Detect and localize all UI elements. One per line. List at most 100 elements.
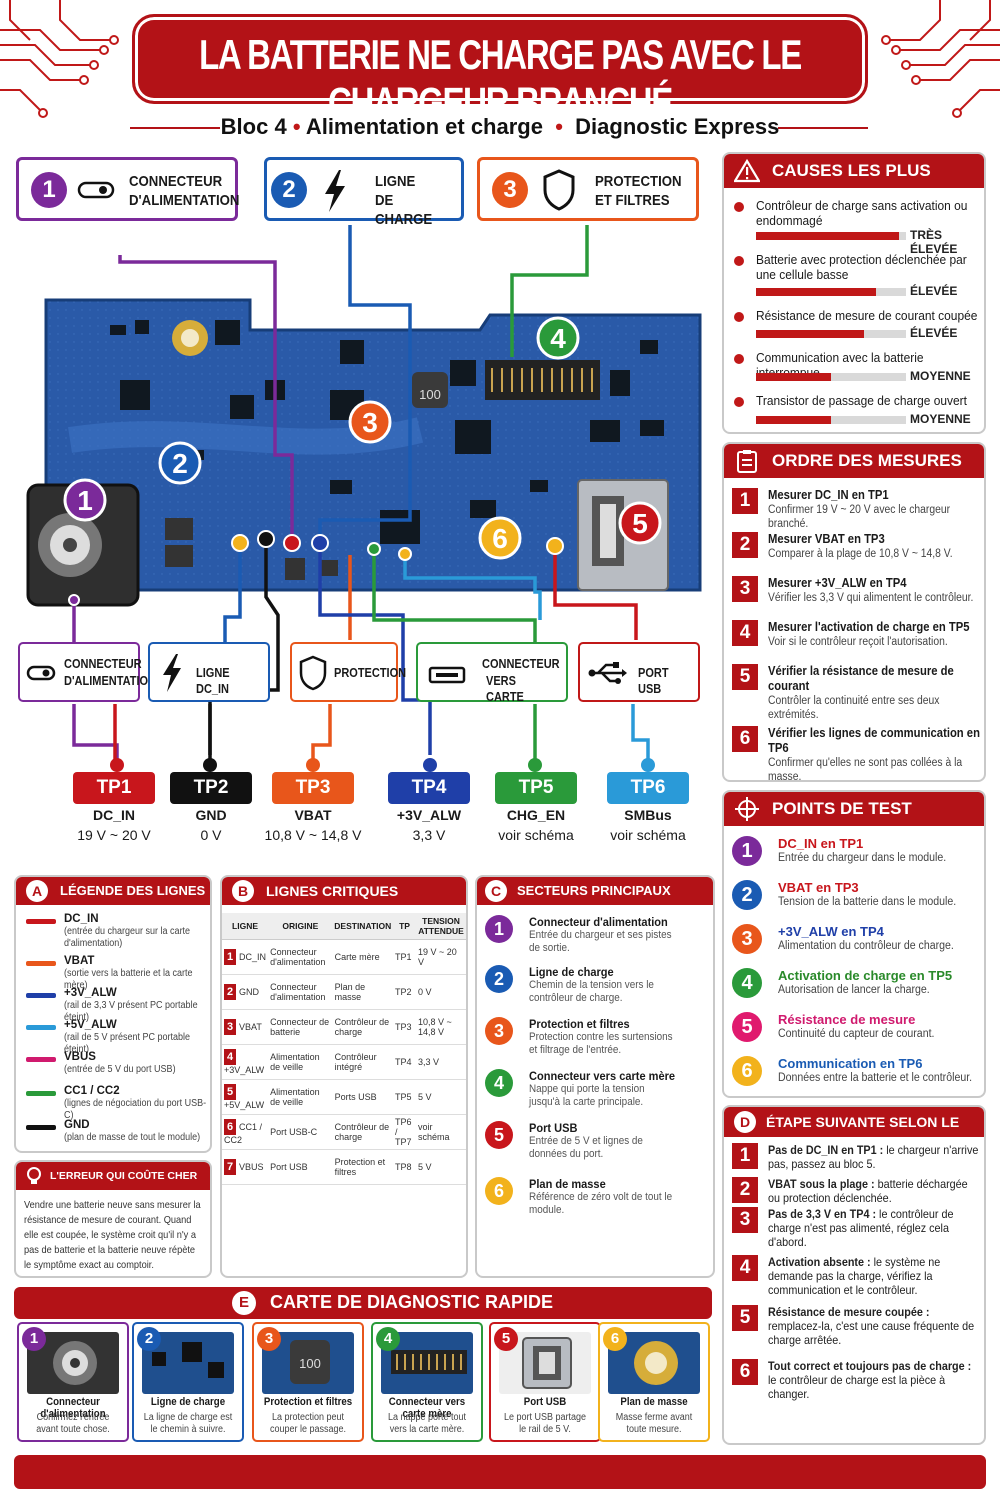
legend-item: DC_IN(entrée du chargeur sur la carte d'…: [26, 913, 210, 950]
card-number: 4: [376, 1327, 400, 1351]
tp1-value: 19 V ~ 20 V: [77, 827, 151, 843]
causes-header: CAUSES LES PLUS PROBABLES: [724, 154, 984, 214]
column-header: TENSION ATTENDUE: [416, 913, 466, 940]
step-title: Mesurer VBAT en TP3: [768, 532, 885, 546]
critical-lines-panel: B LIGNES CRITIQUES LIGNE ORIGINE DESTINA…: [220, 875, 468, 1278]
cause-item: Résistance de mesure de courant coupée: [734, 308, 977, 323]
row-origin: Connecteur d'alimentation: [268, 939, 333, 975]
quick-card: 2 Ligne de charge La ligne de charge est…: [132, 1322, 244, 1442]
tp6-value: voir schéma: [610, 827, 686, 843]
row-line: CC1 / CC2: [224, 1121, 263, 1145]
cause-text: Contrôleur de charge sans activation ou …: [756, 198, 968, 228]
subtitle: Bloc 4 • Alimentation et charge • Diagno…: [220, 114, 780, 139]
tp2-value: 0 V: [200, 827, 222, 843]
board-marker-4: 4: [550, 323, 566, 354]
warning-icon: [734, 159, 760, 183]
sector-number: 5: [485, 1121, 513, 1149]
category-power-connector: 1 CONNECTEUR D'ALIMENTATION: [16, 157, 239, 221]
likelihood-bar: [756, 373, 906, 381]
step-title: Mesurer DC_IN en TP1: [768, 488, 889, 502]
card-number: 3: [257, 1327, 281, 1351]
legend-item: VBUS(entrée de 5 V du port USB): [26, 1051, 210, 1076]
step-number: 2: [732, 532, 758, 558]
row-number: 7: [224, 1158, 236, 1175]
label-line-1: LIGNE DC_IN: [196, 666, 230, 696]
points-header: POINTS DE TEST: [724, 792, 984, 826]
tp3-value: 10,8 V ~ 14,8 V: [264, 827, 362, 843]
tp3-badge: TP3: [272, 772, 354, 804]
row-origin: Port USB-C: [268, 1114, 333, 1150]
row-tp: TP4: [392, 1044, 417, 1080]
row-destination: Protection et filtres: [332, 1149, 393, 1185]
row-destination: Contrôleur intégré: [332, 1044, 393, 1080]
point-title: DC_IN en TP1: [778, 836, 864, 851]
quick-header: E CARTE DE DIAGNOSTIC RAPIDE: [14, 1287, 712, 1319]
table-header-row: LIGNE ORIGINE DESTINATION TP TENSION ATT…: [222, 913, 466, 940]
point-desc: Autorisation de lancer la charge.: [778, 984, 930, 996]
step-number: 1: [732, 488, 758, 514]
step-action: le chargeur n'arrive pas, passez au bloc…: [768, 1143, 979, 1171]
legend-item: +3V_ALW(rail de 3,3 V présent PC portabl…: [26, 987, 210, 1024]
sector-title: Port USB: [529, 1121, 578, 1135]
row-voltage: 0 V: [416, 974, 466, 1010]
row-tp: TP5: [392, 1079, 417, 1115]
critical-table: LIGNE ORIGINE DESTINATION TP TENSION ATT…: [222, 913, 466, 1185]
tp5-badge: TP5: [495, 772, 577, 804]
row-line: VBUS: [239, 1161, 264, 1172]
quick-title: CARTE DE DIAGNOSTIC RAPIDE: [270, 1292, 554, 1312]
card-number: 5: [494, 1327, 518, 1351]
row-number: 4: [224, 1048, 236, 1065]
step-number: 4: [732, 620, 758, 646]
cause-text: Batterie avec protection déclenchée par …: [756, 252, 967, 282]
legend-name: +3V_ALW: [64, 987, 117, 999]
sector-number: 1: [485, 915, 513, 943]
clipboard-icon: [737, 450, 757, 473]
divider: [778, 127, 868, 129]
legend-item: +5V_ALW(rail de 5 V présent PC portable …: [26, 1019, 210, 1056]
card-image: [27, 1332, 119, 1394]
legend-name: GND: [64, 1119, 90, 1131]
tp2-name: GND: [195, 807, 227, 823]
step-desc: Contrôler la continuité entre ses deux e…: [768, 695, 940, 721]
step-desc: Comparer à la plage de 10,8 V ~ 14,8 V.: [768, 548, 953, 560]
causes-title: CAUSES LES PLUS PROBABLES: [772, 161, 931, 214]
point-desc: Alimentation du contrôleur de charge.: [778, 940, 954, 952]
legend-name: +5V_ALW: [64, 1019, 117, 1031]
shield-icon: [543, 169, 575, 211]
mistake-header: L'ERREUR QUI COÛTE CHER DANS CE CAS: [16, 1162, 210, 1210]
likelihood-level: MOYENNE: [910, 369, 971, 383]
board-marker-3: 3: [362, 407, 378, 438]
tp5-name: CHG_EN: [506, 807, 566, 823]
likelihood-level: MOYENNE: [910, 412, 971, 426]
step-title: Vérifier la résistance de mesure de cour…: [768, 664, 954, 693]
legend-item: VBAT(sortie vers la batterie et la carte…: [26, 955, 210, 992]
order-title: ORDRE DES MESURES: [772, 451, 962, 470]
legend-desc: (lignes de négociation du port USB-C): [64, 1098, 207, 1121]
row-tp: TP8: [392, 1149, 417, 1185]
circuit-decoration-left: [0, 0, 119, 118]
step-action: batterie déchargée ou protection déclenc…: [768, 1177, 968, 1205]
point-desc: Continuité du capteur de courant.: [778, 1028, 935, 1040]
sector-number: 6: [485, 1177, 513, 1205]
legend-desc: (rail de 3,3 V présent PC portable étein…: [64, 1000, 198, 1023]
mistake-title: L'ERREUR QUI COÛTE CHER DANS CE CAS: [50, 1170, 198, 1210]
card-desc: La nappe porte tout vers la carte mère.: [387, 1412, 467, 1435]
mistake-panel: L'ERREUR QUI COÛTE CHER DANS CE CAS Vend…: [14, 1160, 212, 1278]
quick-card: 6 Plan de masse Masse ferme avant toute …: [598, 1322, 710, 1442]
likelihood-bar: [756, 288, 906, 296]
order-header: ORDRE DES MESURES: [724, 444, 984, 478]
board-marker-5: 5: [632, 508, 648, 539]
tp1-name: DC_IN: [92, 807, 135, 823]
step-number: 3: [732, 1207, 758, 1233]
step-action: le contrôleur de charge n'est pas alimen…: [768, 1207, 954, 1249]
row-line: +3V_ALW: [224, 1064, 265, 1075]
category-number: 3: [492, 172, 528, 208]
